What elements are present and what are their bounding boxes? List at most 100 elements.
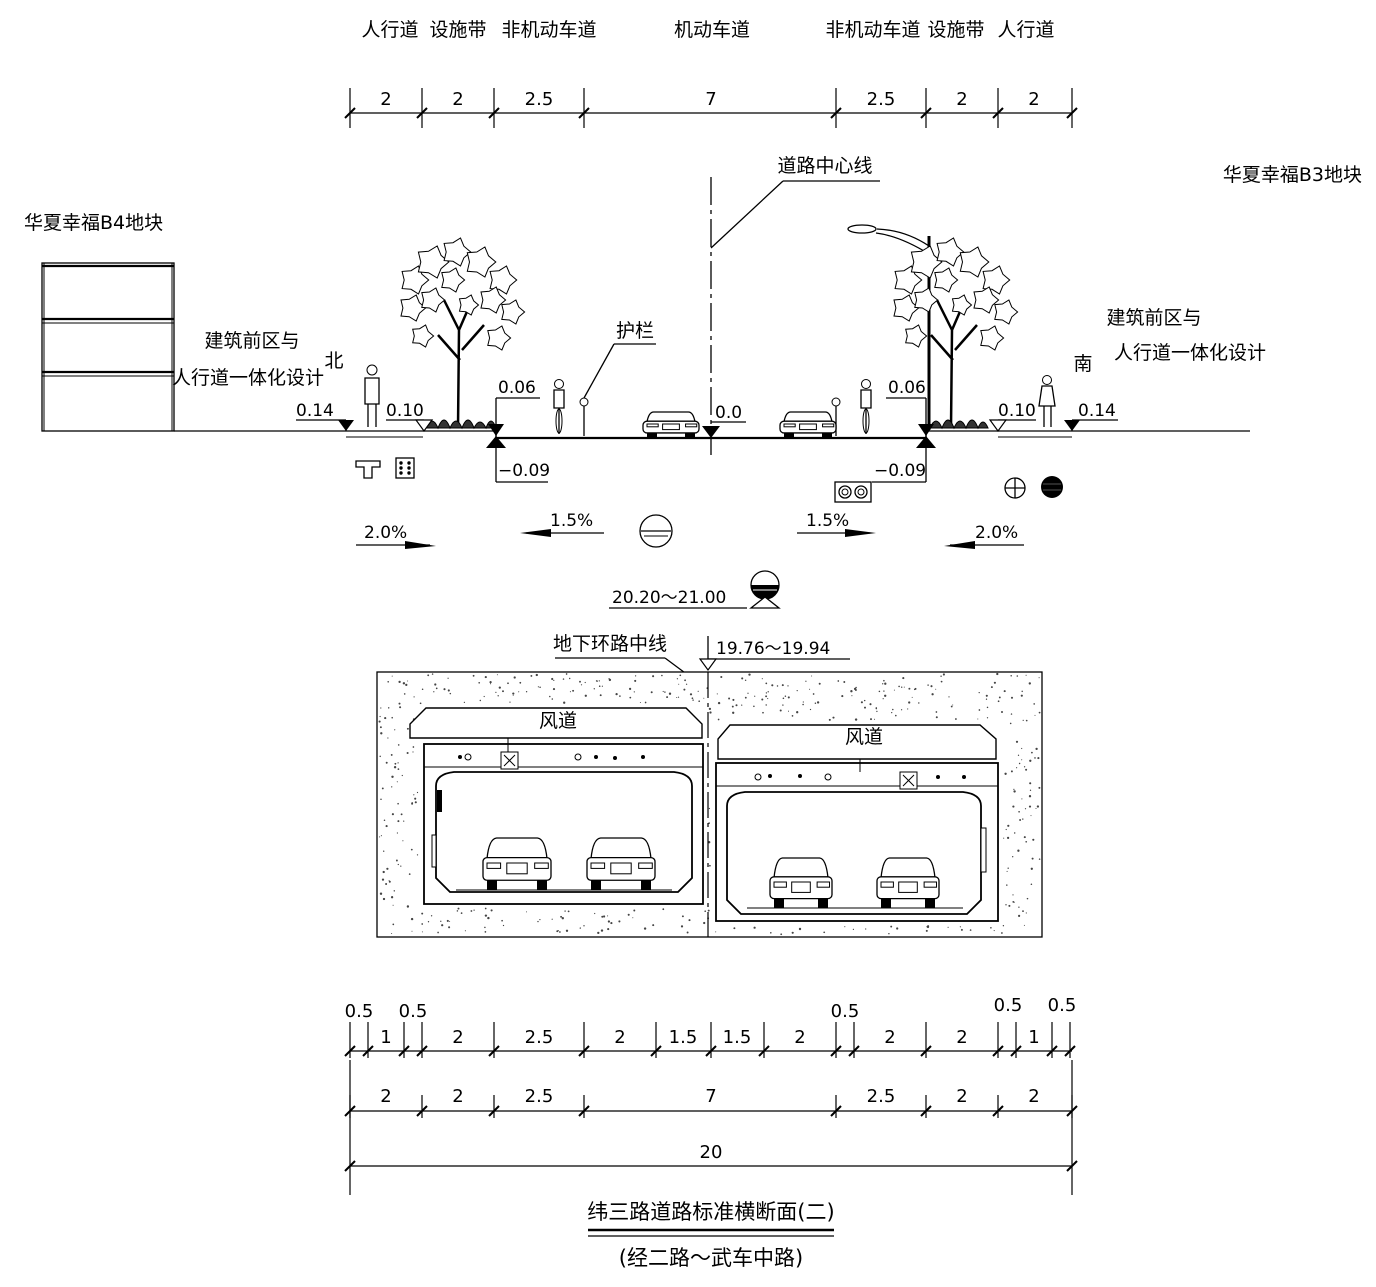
slope-left-inner-label: 1.5%: [550, 511, 593, 531]
zone-label-left-facility: 设施带: [429, 19, 486, 41]
building-left: [41, 262, 175, 432]
integrated-design-right-line1: 建筑前区与: [1106, 307, 1201, 329]
groundwater-level: 20.20～21.00: [609, 570, 781, 609]
slope-right-outer-label: 2.0%: [975, 523, 1018, 543]
bottom-row2-dim-6: 2: [956, 1086, 967, 1107]
top-dimension-line: 2 2 2.5 7 2.5 2 2: [344, 88, 1078, 128]
bottom-row2-dim-5: 2.5: [867, 1086, 896, 1107]
slope-left-outer-label: 2.0%: [364, 523, 407, 543]
zone-label-left-sidewalk: 人行道: [361, 19, 418, 41]
elev-center-0-0: 0.0: [715, 403, 742, 423]
drawing-subtitle: (经二路～武车中路): [619, 1246, 803, 1270]
slope-right-inner-label: 1.5%: [806, 511, 849, 531]
guardrail-label: 护栏: [616, 320, 654, 342]
cyclist-right: [860, 379, 872, 434]
bottom-row1-dim-3: 0.5: [399, 1001, 428, 1022]
top-dim-5: 2.5: [867, 89, 896, 110]
elev-left-0-10: 0.10: [386, 401, 424, 421]
bottom-row2-dim-2: 2: [452, 1086, 463, 1107]
road-centerline-label: 道路中心线: [777, 155, 872, 177]
tunnel-centerline-label: 地下环路中线: [553, 633, 667, 655]
bollard-left: [579, 397, 589, 436]
car-tunnel-left-2: [586, 837, 656, 890]
slope-right-inner: 1.5%: [797, 511, 876, 537]
bottom-row1-dim-9: 2: [794, 1027, 805, 1048]
guardrail-callout: 护栏: [583, 320, 656, 399]
zone-label-motor: 机动车道: [674, 19, 750, 41]
road-centerline: 道路中心线: [710, 155, 880, 455]
tunnel-section: 风道 风道: [376, 671, 1043, 938]
bottom-total-dim: 20: [700, 1142, 723, 1163]
north-label: 北: [324, 350, 343, 372]
top-dim-2: 2: [452, 89, 463, 110]
elev-left-minus-0-09: −0.09: [498, 461, 550, 481]
bottom-row1-dim-12: 2: [956, 1027, 967, 1048]
bottom-row1-dim-2: 1: [380, 1027, 391, 1048]
drawing-title: 纬三路道路标准横断面(二): [587, 1200, 834, 1224]
bottom-row1-dim-1: 0.5: [345, 1001, 374, 1022]
car-surface-left: [642, 411, 700, 438]
zone-label-left-nonmotor: 非机动车道: [501, 19, 596, 41]
tunnel-tube-left: [423, 738, 704, 905]
plot-label-right: 华夏幸福B3地块: [1223, 164, 1362, 186]
zone-label-right-nonmotor: 非机动车道: [825, 19, 920, 41]
bottom-row1-dim-11: 2: [884, 1027, 895, 1048]
elev-right-0-06: 0.06: [888, 378, 926, 398]
car-tunnel-right-2: [876, 857, 940, 908]
bottom-row1-dim-6: 2: [614, 1027, 625, 1048]
top-dim-3: 2.5: [525, 89, 554, 110]
elev-right-minus-0-09: −0.09: [874, 461, 926, 481]
bottom-row2-dim-3: 2.5: [525, 1086, 554, 1107]
integrated-design-left-line1: 建筑前区与: [204, 330, 299, 352]
utility-symbol-solid-circle: [1041, 476, 1063, 498]
zone-label-right-facility: 设施带: [927, 19, 984, 41]
cyclist-left: [553, 379, 565, 434]
car-tunnel-left-1: [482, 837, 552, 890]
groundwater-level-label: 20.20～21.00: [612, 588, 726, 608]
utility-symbol-cross-circle: [1004, 477, 1026, 499]
plot-label-left: 华夏幸福B4地块: [24, 212, 163, 234]
bottom-row1-dim-5: 2.5: [525, 1027, 554, 1048]
slope-left-inner: 1.5%: [520, 511, 604, 537]
bottom-row2-dim-4: 7: [705, 1086, 716, 1107]
car-surface-right: [779, 411, 837, 438]
utility-symbol-drain: [639, 514, 673, 548]
bottom-row1-dim-15: 0.5: [1048, 995, 1077, 1016]
tunnel-top-elevation: 19.76～19.94: [698, 636, 850, 672]
tunnel-top-elevation-label: 19.76～19.94: [716, 639, 830, 659]
south-label: 南: [1073, 353, 1092, 375]
bottom-row2-dim-1: 2: [380, 1086, 391, 1107]
top-dim-4: 7: [705, 89, 716, 110]
air-duct-right-label: 风道: [845, 726, 883, 748]
bottom-row1-dim-14: 1: [1028, 1027, 1039, 1048]
elev-left-0-14: 0.14: [296, 401, 334, 421]
bottom-row2-dim-7: 2: [1028, 1086, 1039, 1107]
car-tunnel-right-1: [769, 857, 833, 908]
bottom-row1-dim-10: 0.5: [831, 1001, 860, 1022]
utility-symbol-double-pipe: [834, 481, 872, 503]
slope-left-outer: 2.0%: [356, 523, 436, 549]
air-duct-left-label: 风道: [539, 710, 577, 732]
pedestrian-right: [1038, 375, 1056, 427]
integrated-design-right-line2: 人行道一体化设计: [1114, 342, 1266, 364]
bottom-row1-dim-13: 0.5: [994, 995, 1023, 1016]
tunnel-tube-right: [715, 759, 999, 922]
top-dim-1: 2: [380, 89, 391, 110]
utility-symbol-tee: [355, 460, 381, 479]
integrated-design-left-line2: 人行道一体化设计: [172, 367, 324, 389]
elevation-markers: 0.14 0.10 0.06 −0.09 0.0 0.06 −0.09 0.10: [296, 378, 1118, 483]
tree-right: [893, 237, 1019, 429]
bottom-row1-dim-7: 1.5: [669, 1027, 698, 1048]
pedestrian-left: [364, 364, 380, 427]
bottom-row1-dim-8: 1.5: [723, 1027, 752, 1048]
tree-left: [400, 237, 526, 429]
bottom-row1-dim-4: 2: [452, 1027, 463, 1048]
top-dim-6: 2: [956, 89, 967, 110]
bottom-dimensions: 0.5 1 0.5 2 2.5 2 1.5 1.5 2 0.5 2 2 0.5 …: [344, 995, 1078, 1195]
drawing-title-block: 纬三路道路标准横断面(二) (经二路～武车中路): [587, 1200, 834, 1270]
top-dim-7: 2: [1028, 89, 1039, 110]
elev-right-0-10: 0.10: [998, 401, 1036, 421]
elev-left-0-06: 0.06: [498, 378, 536, 398]
utility-symbol-dots: [395, 457, 415, 479]
